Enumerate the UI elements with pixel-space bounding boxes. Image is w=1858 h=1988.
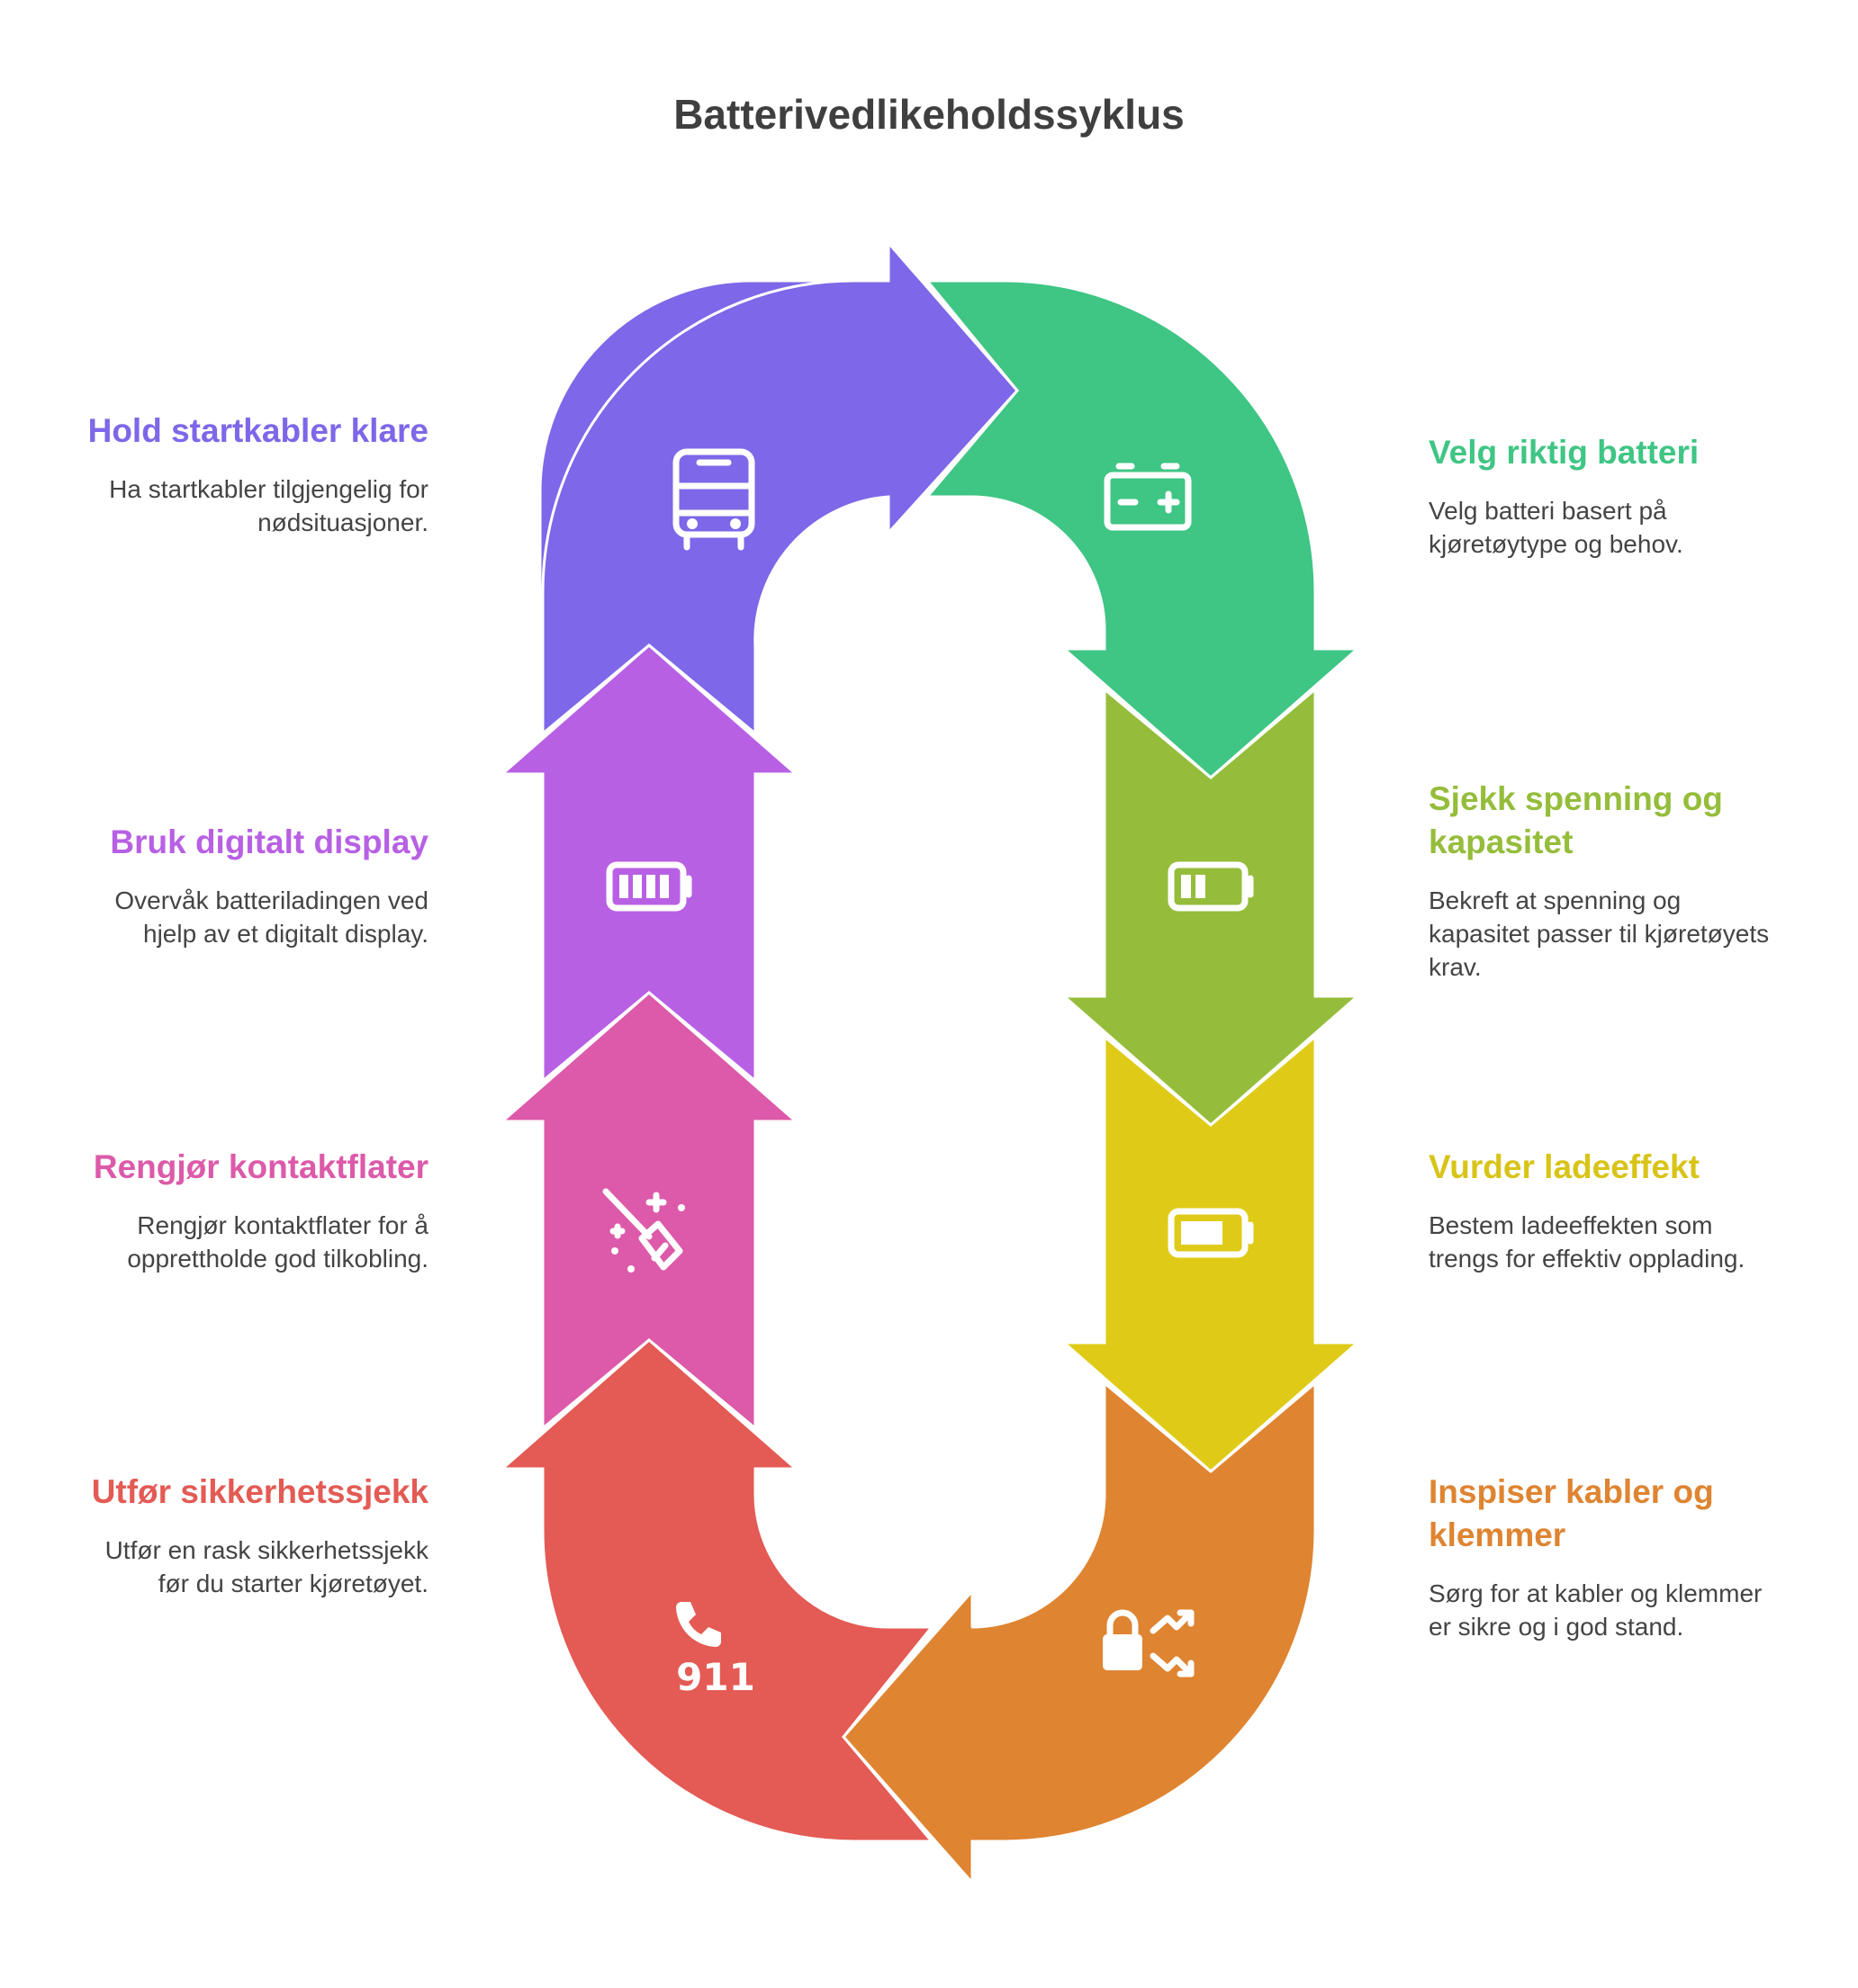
battery-charging-icon xyxy=(1168,1208,1254,1258)
segment-rengjor xyxy=(499,991,799,1432)
step-heading: Utfør sikkerhetssjekk xyxy=(91,1473,428,1510)
segment-utfor xyxy=(499,1338,935,1843)
step-description: Bekreft at spenning og kapasitet passer … xyxy=(1429,886,1770,981)
step-utfor: Utfør sikkerhetssjekk Utfør en rask sikk… xyxy=(86,1471,428,1600)
step-description: Utfør en rask sikkerhetssjekk før du sta… xyxy=(104,1536,428,1597)
step-heading: Rengjør kontaktflater xyxy=(93,1148,428,1185)
emergency-911-label: 911 xyxy=(676,1655,755,1699)
page-title: Batterivedlikeholdssyklus xyxy=(673,91,1185,138)
step-description: Overvåk batteriladingen ved hjelp av et … xyxy=(114,886,428,948)
segment-hold-top xyxy=(541,238,1020,737)
step-description: Sørg for at kabler og klemmer er sikre o… xyxy=(1429,1579,1763,1641)
lock-arrows-icon xyxy=(1103,1609,1195,1678)
step-bruk: Bruk digitalt display Overvåk batterilad… xyxy=(86,821,428,950)
step-rengjor: Rengjør kontaktflater Rengjør kontaktfla… xyxy=(86,1146,428,1275)
step-description: Velg batteri basert på kjøretøytype og b… xyxy=(1429,497,1683,558)
step-heading: Velg riktig batteri xyxy=(1429,434,1700,471)
step-heading: Vurder ladeeffekt xyxy=(1429,1148,1700,1185)
step-description: Bestem ladeeffekten som trengs for effek… xyxy=(1429,1211,1745,1273)
step-heading: Inspiser kabler og klemmer xyxy=(1429,1473,1714,1553)
step-description: Rengjør kontaktflater for å opprettholde… xyxy=(127,1211,428,1273)
step-hold: Hold startkabler klare Ha startkabler ti… xyxy=(86,409,428,539)
step-sjekk: Sjekk spenning og kapasitet Bekreft at s… xyxy=(1429,778,1771,984)
segment-inspiser xyxy=(841,1380,1317,1886)
broom-sparkle-icon xyxy=(602,1188,685,1273)
emergency-911-icon: 911 xyxy=(676,1602,755,1699)
step-inspiser: Inspiser kabler og klemmer Sørg for at k… xyxy=(1429,1471,1771,1643)
step-description: Ha startkabler tilgjengelig for nødsitua… xyxy=(109,475,428,536)
car-battery-icon xyxy=(1104,463,1192,531)
step-heading: Sjekk spenning og kapasitet xyxy=(1429,780,1723,860)
step-velg: Velg riktig batteri Velg batteri basert … xyxy=(1429,431,1771,561)
step-vurder: Vurder ladeeffekt Bestem ladeeffekten so… xyxy=(1429,1146,1771,1275)
step-heading: Bruk digitalt display xyxy=(110,823,428,860)
battery-low-icon xyxy=(1168,861,1254,912)
step-heading: Hold startkabler klare xyxy=(87,412,428,449)
bus-icon xyxy=(672,448,755,551)
battery-full-icon xyxy=(606,861,692,912)
